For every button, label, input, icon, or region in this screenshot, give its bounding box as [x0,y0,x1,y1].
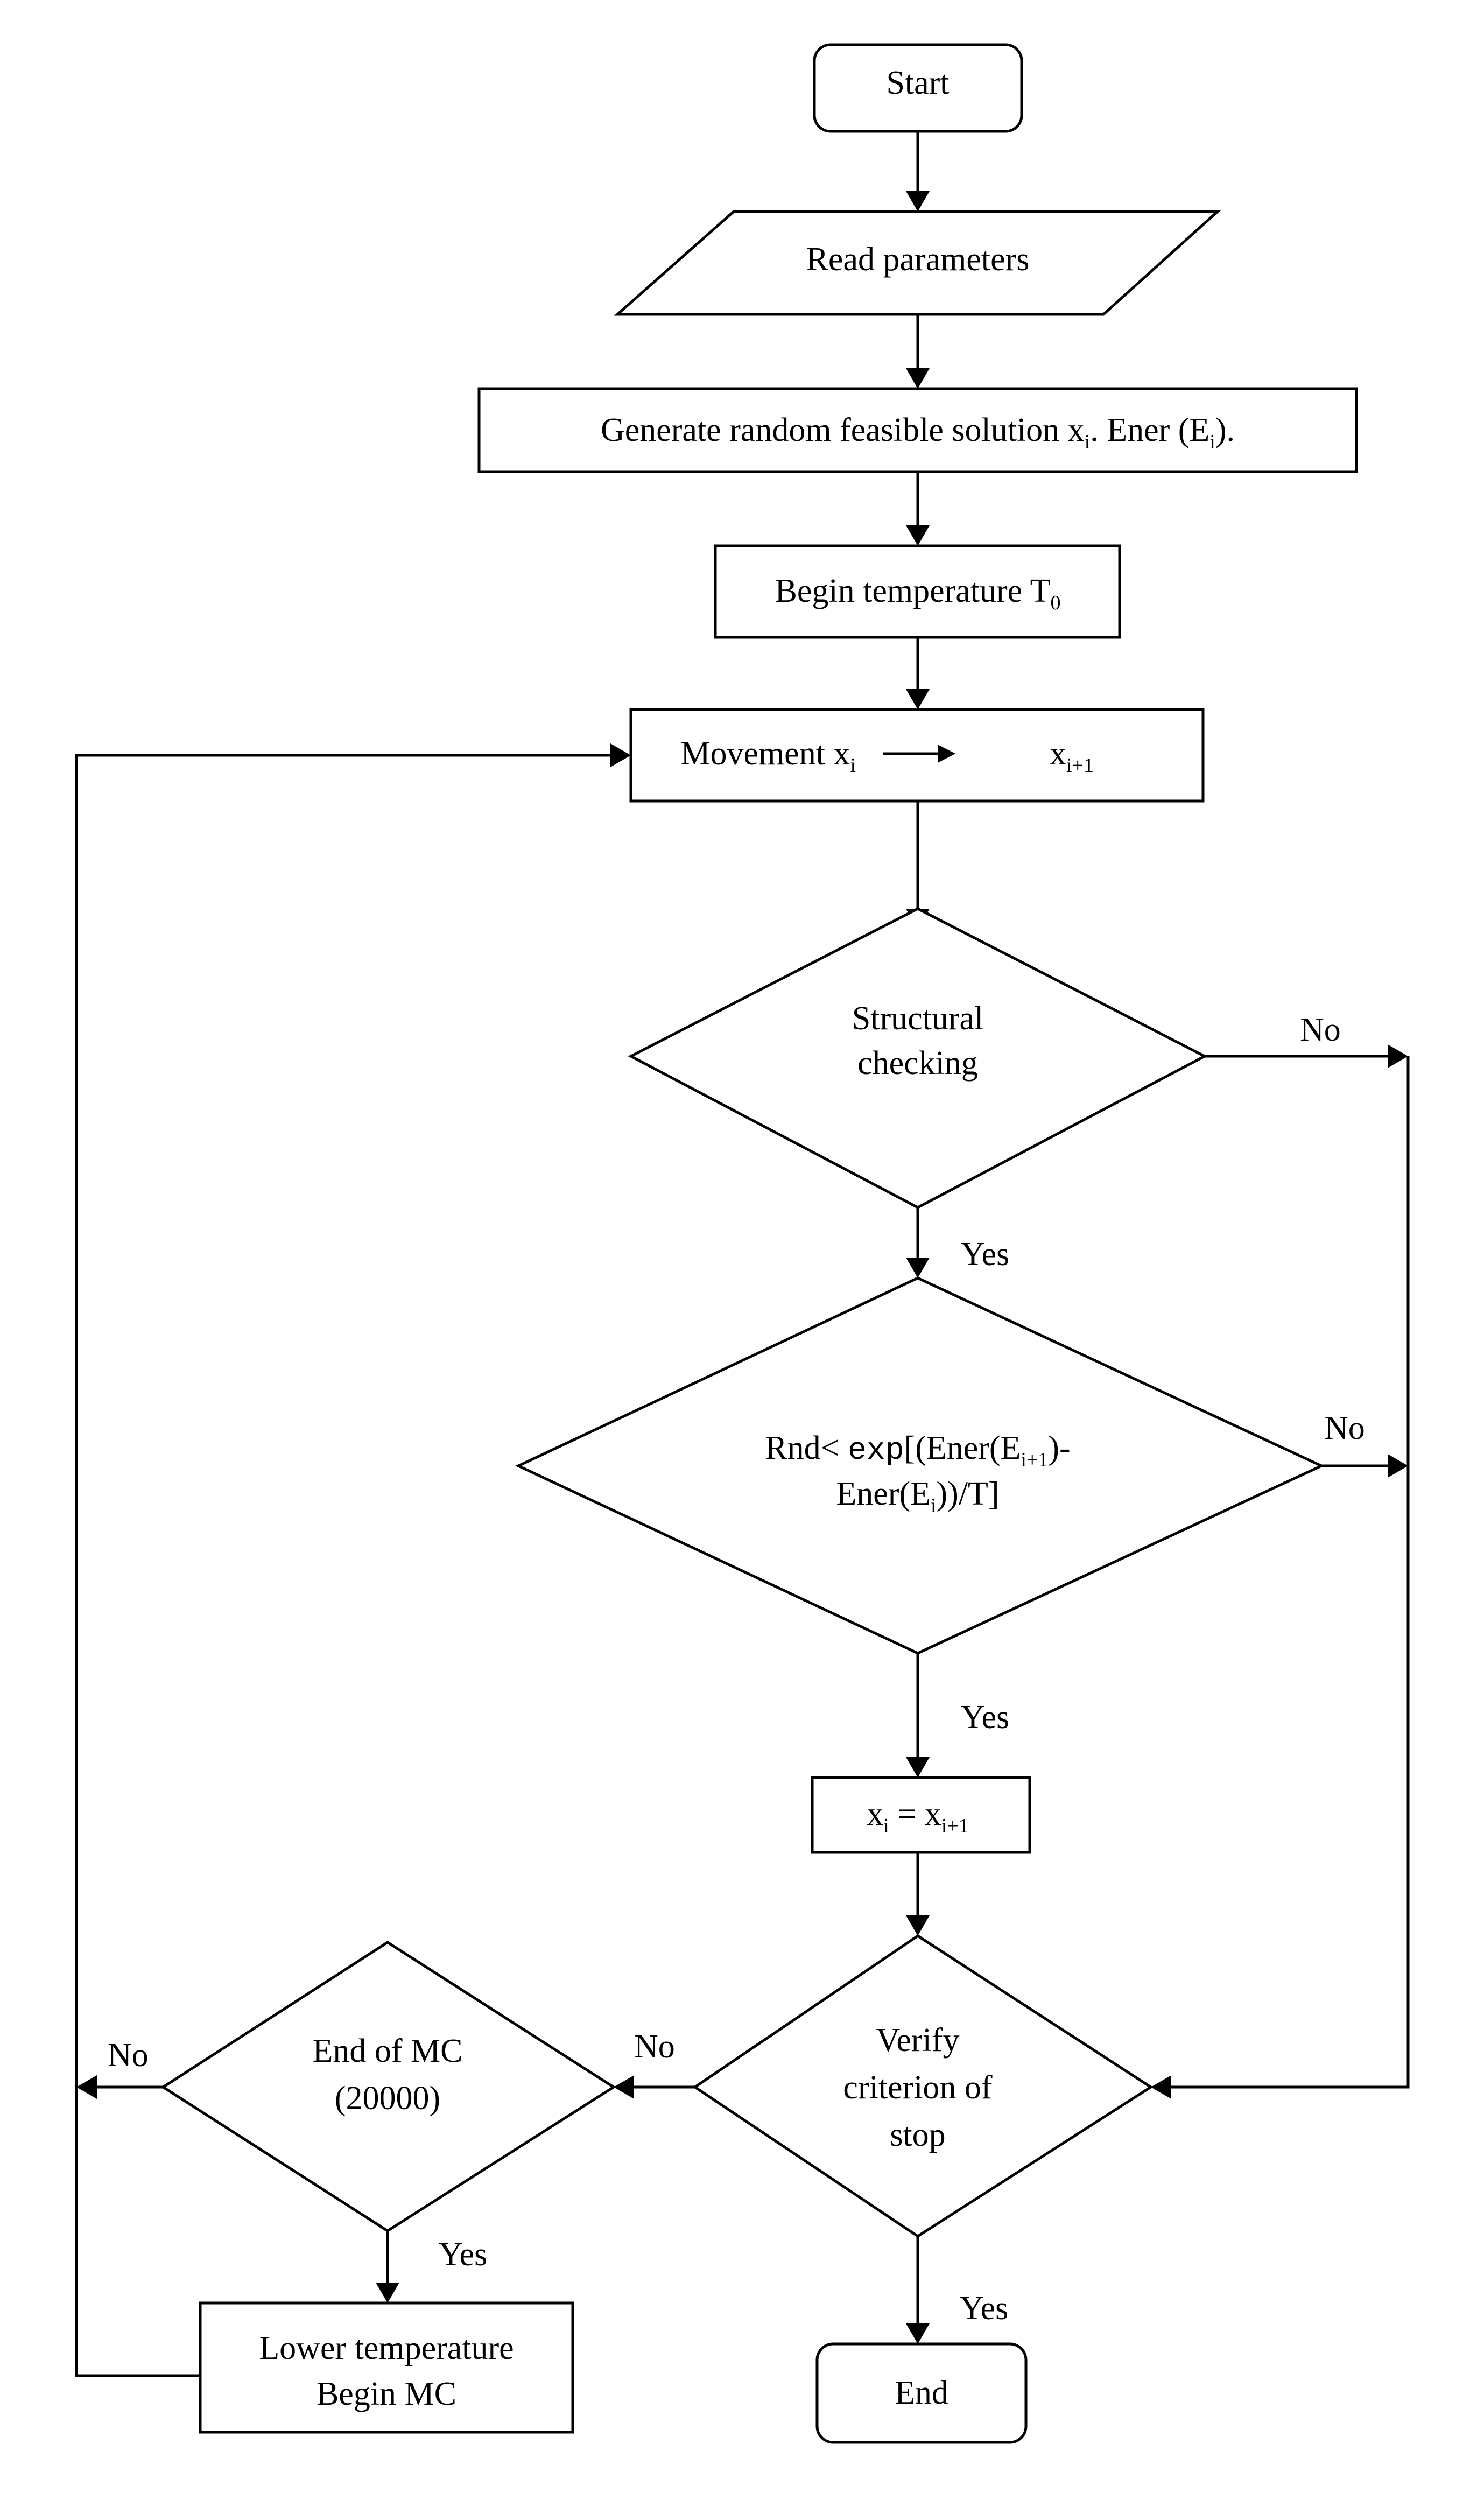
arrowhead [1388,1454,1408,1478]
structural-yes-label: Yes [961,1236,1009,1273]
verify-stop-line3: stop [890,2117,945,2153]
arrowhead [906,1757,930,1778]
edge-right-rail-to-verify [1171,1056,1410,2089]
generate-solution-label: Generate random feasible solution xi. En… [601,412,1235,453]
lower-temperature-node: Lower temperature Begin MC [199,2301,574,2434]
lower-temperature-line2: Begin MC [317,2376,456,2412]
start-node: Start [813,43,1023,133]
end-of-mc-line2: (20000) [335,2080,440,2117]
begin-temperature-label: Begin temperature T0 [775,573,1061,614]
begin-temperature-node: Begin temperature T0 [714,544,1121,639]
verify-yes-label: Yes [960,2290,1008,2327]
arrowhead [614,2075,634,2099]
end-of-mc-node: End of MC (20000) [160,1941,616,2232]
arrowhead [76,2075,97,2099]
movement-node: Movement xi xi+1 [629,708,1205,803]
process-box-shape [714,544,1121,639]
structural-checking-node: Structural checking [628,907,1208,1209]
decision-diamond-shape [628,907,1208,1209]
acceptance-yes-label: Yes [961,1699,1009,1736]
end-label: End [895,2375,948,2411]
structural-checking-line1: Structural [852,1000,984,1037]
connectors [75,131,1410,2377]
end-node: End [815,2342,1028,2444]
process-box-shape [199,2301,574,2434]
decision-diamond-shape [160,1941,616,2232]
verify-stop-line2: criterion of [843,2069,993,2106]
movement-label: Movement xi [680,735,856,777]
lower-temperature-line1: Lower temperature [259,2330,514,2366]
verify-stop-node: Verify criterion of stop [692,1934,1154,2238]
input-parallelogram-shape [614,210,1221,316]
arrowhead [906,191,930,212]
update-solution-label: xi = xi+1 [867,1796,969,1837]
edge-loop-back-to-movement [75,754,610,2377]
verify-stop-line1: Verify [876,2022,960,2059]
read-parameters-node: Read parameters [614,210,1221,316]
acceptance-no-label: No [1324,1410,1365,1446]
arrowhead [906,368,930,389]
start-label: Start [886,65,949,101]
update-solution-node: xi = xi+1 [811,1776,1031,1854]
end-of-mc-line1: End of MC [313,2033,463,2069]
end-mc-no-label: No [108,2037,149,2074]
structural-checking-line2: checking [857,1045,978,1082]
end-mc-yes-label: Yes [439,2236,487,2273]
structural-no-label: No [1300,1012,1341,1048]
acceptance-line2: Ener(Ei))/T] [836,1476,999,1517]
movement-target-label: xi+1 [1050,735,1094,777]
process-box-shape [811,1776,1031,1854]
acceptance-check-node: Rnd< exp[(Ener(Ei+1)- Ener(Ei))/T] [515,1276,1325,1655]
end-terminator-shape [815,2342,1028,2444]
start-terminator-shape [813,43,1023,133]
arrowhead [1388,1044,1408,1068]
arrowhead [906,2323,930,2344]
verify-no-label: No [634,2028,675,2065]
arrowhead [906,1258,930,1278]
edge-labels: No Yes No Yes No Yes No Yes [108,1012,1365,2327]
acceptance-line1: Rnd< exp[(Ener(Ei+1)- [765,1430,1070,1471]
generate-solution-node: Generate random feasible solution xi. En… [477,387,1358,473]
read-parameters-label: Read parameters [806,241,1030,278]
arrowhead [906,525,930,546]
decision-diamond-shape [515,1276,1325,1655]
process-box-shape [629,708,1205,803]
arrowhead [1151,2075,1171,2099]
process-box-shape [477,387,1358,473]
decision-diamond-shape [692,1934,1154,2238]
arrowhead [906,1915,930,1936]
arrowhead [610,743,631,767]
arrowhead [906,689,930,710]
arrowhead [376,2283,399,2303]
movement-arrowhead-icon [938,745,955,763]
